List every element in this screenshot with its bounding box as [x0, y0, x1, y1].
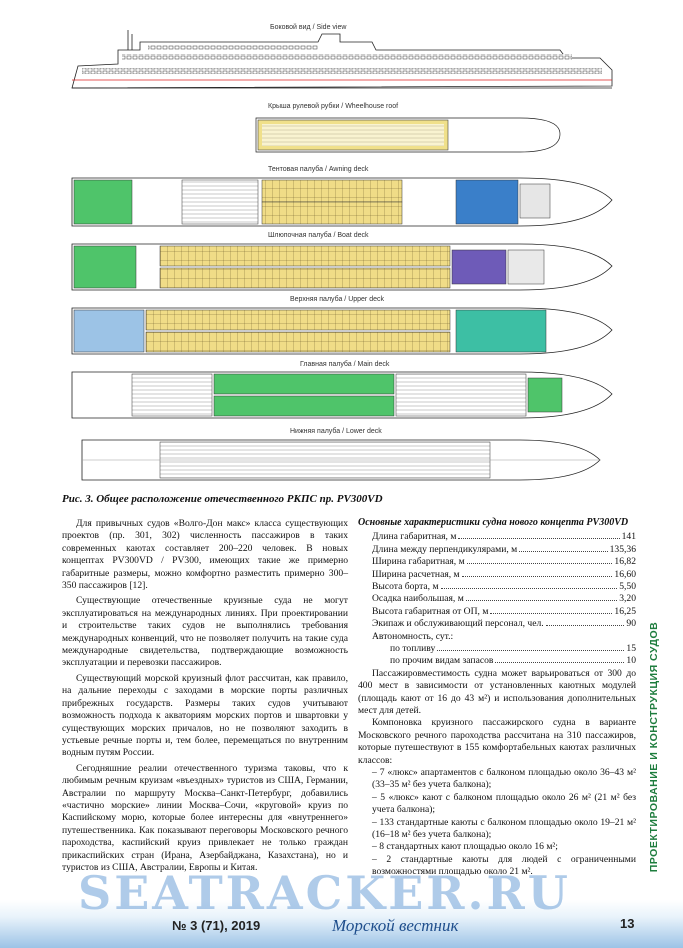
specs-title: Основные характеристики судна нового кон…: [358, 517, 629, 528]
boat-deck-plan: [71, 243, 613, 291]
cabin-list: – 7 «люкс» апартаментов с балконом площа…: [358, 767, 636, 879]
general-arrangement-drawing: [71, 30, 613, 481]
list-item: – 133 стандартные каюты с балконом площа…: [372, 816, 636, 840]
list-item: – 8 стандартных кают площадью около 16 м…: [372, 841, 558, 853]
journal-title: Морской вестник: [332, 916, 459, 935]
paragraph: Компоновка круизного пассажирского судна…: [358, 717, 636, 766]
section-tab: ПРОЕКТИРОВАНИЕ И КОНСТРУКЦИЯ СУДОВ: [640, 612, 668, 882]
side-view: [71, 30, 613, 89]
paragraph: Для привычных судов «Волго-Дон макс» кла…: [62, 518, 348, 592]
main-deck-plan: [71, 371, 613, 419]
wheelhouse-roof-plan: [255, 117, 561, 153]
upper-deck-label: Верхняя палуба / Upper deck: [290, 296, 384, 303]
issue-number: № 3 (71), 2019: [172, 918, 261, 933]
lower-deck-label: Нижняя палуба / Lower deck: [290, 428, 382, 435]
awning-deck-label: Тентовая палуба / Awning deck: [268, 166, 369, 173]
wheelhouse-roof-label: Крыша рулевой рубки / Wheelhouse roof: [268, 103, 399, 110]
paragraph: Существующий морской круизный флот рассч…: [62, 672, 348, 759]
list-item: – 7 «люкс» апартаментов с балконом площа…: [372, 766, 636, 791]
page-number: 13: [620, 916, 635, 931]
paragraph: Сегодняшние реалии отечественного туризм…: [62, 762, 348, 873]
awning-deck-plan: [71, 177, 613, 227]
footer-band: [0, 900, 683, 948]
paragraph: Существующие отечественные круизные суда…: [62, 595, 348, 669]
autonomy-label: Автономность, сут.:: [372, 630, 454, 642]
main-deck-label: Главная палуба / Main deck: [300, 361, 390, 368]
watermark: SEATRACKER.RU: [78, 866, 571, 920]
left-column: Для привычных судов «Волго-Дон макс» кла…: [62, 518, 348, 877]
list-item: – 5 «люкс» кают с балконом площадью окол…: [372, 791, 636, 816]
upper-deck-plan: [71, 307, 613, 355]
paragraph: Пассажировместимость судна может варьиро…: [358, 667, 636, 716]
list-item: – 2 стандартные каюты для людей с ограни…: [372, 853, 636, 878]
lower-deck-plan: [81, 439, 601, 481]
right-column: Основные характеристики судна нового кон…: [358, 517, 636, 879]
figure-caption: Рис. 3. Общее расположение отечественног…: [62, 493, 383, 505]
spec-row: Экипаж и обслуживающий персонал, чел.90: [372, 618, 636, 630]
side-view-label: Боковой вид / Side view: [270, 24, 347, 31]
section-tab-label: ПРОЕКТИРОВАНИЕ И КОНСТРУКЦИЯ СУДОВ: [648, 621, 660, 873]
boat-deck-label: Шлюпочная палуба / Boat deck: [268, 232, 369, 239]
